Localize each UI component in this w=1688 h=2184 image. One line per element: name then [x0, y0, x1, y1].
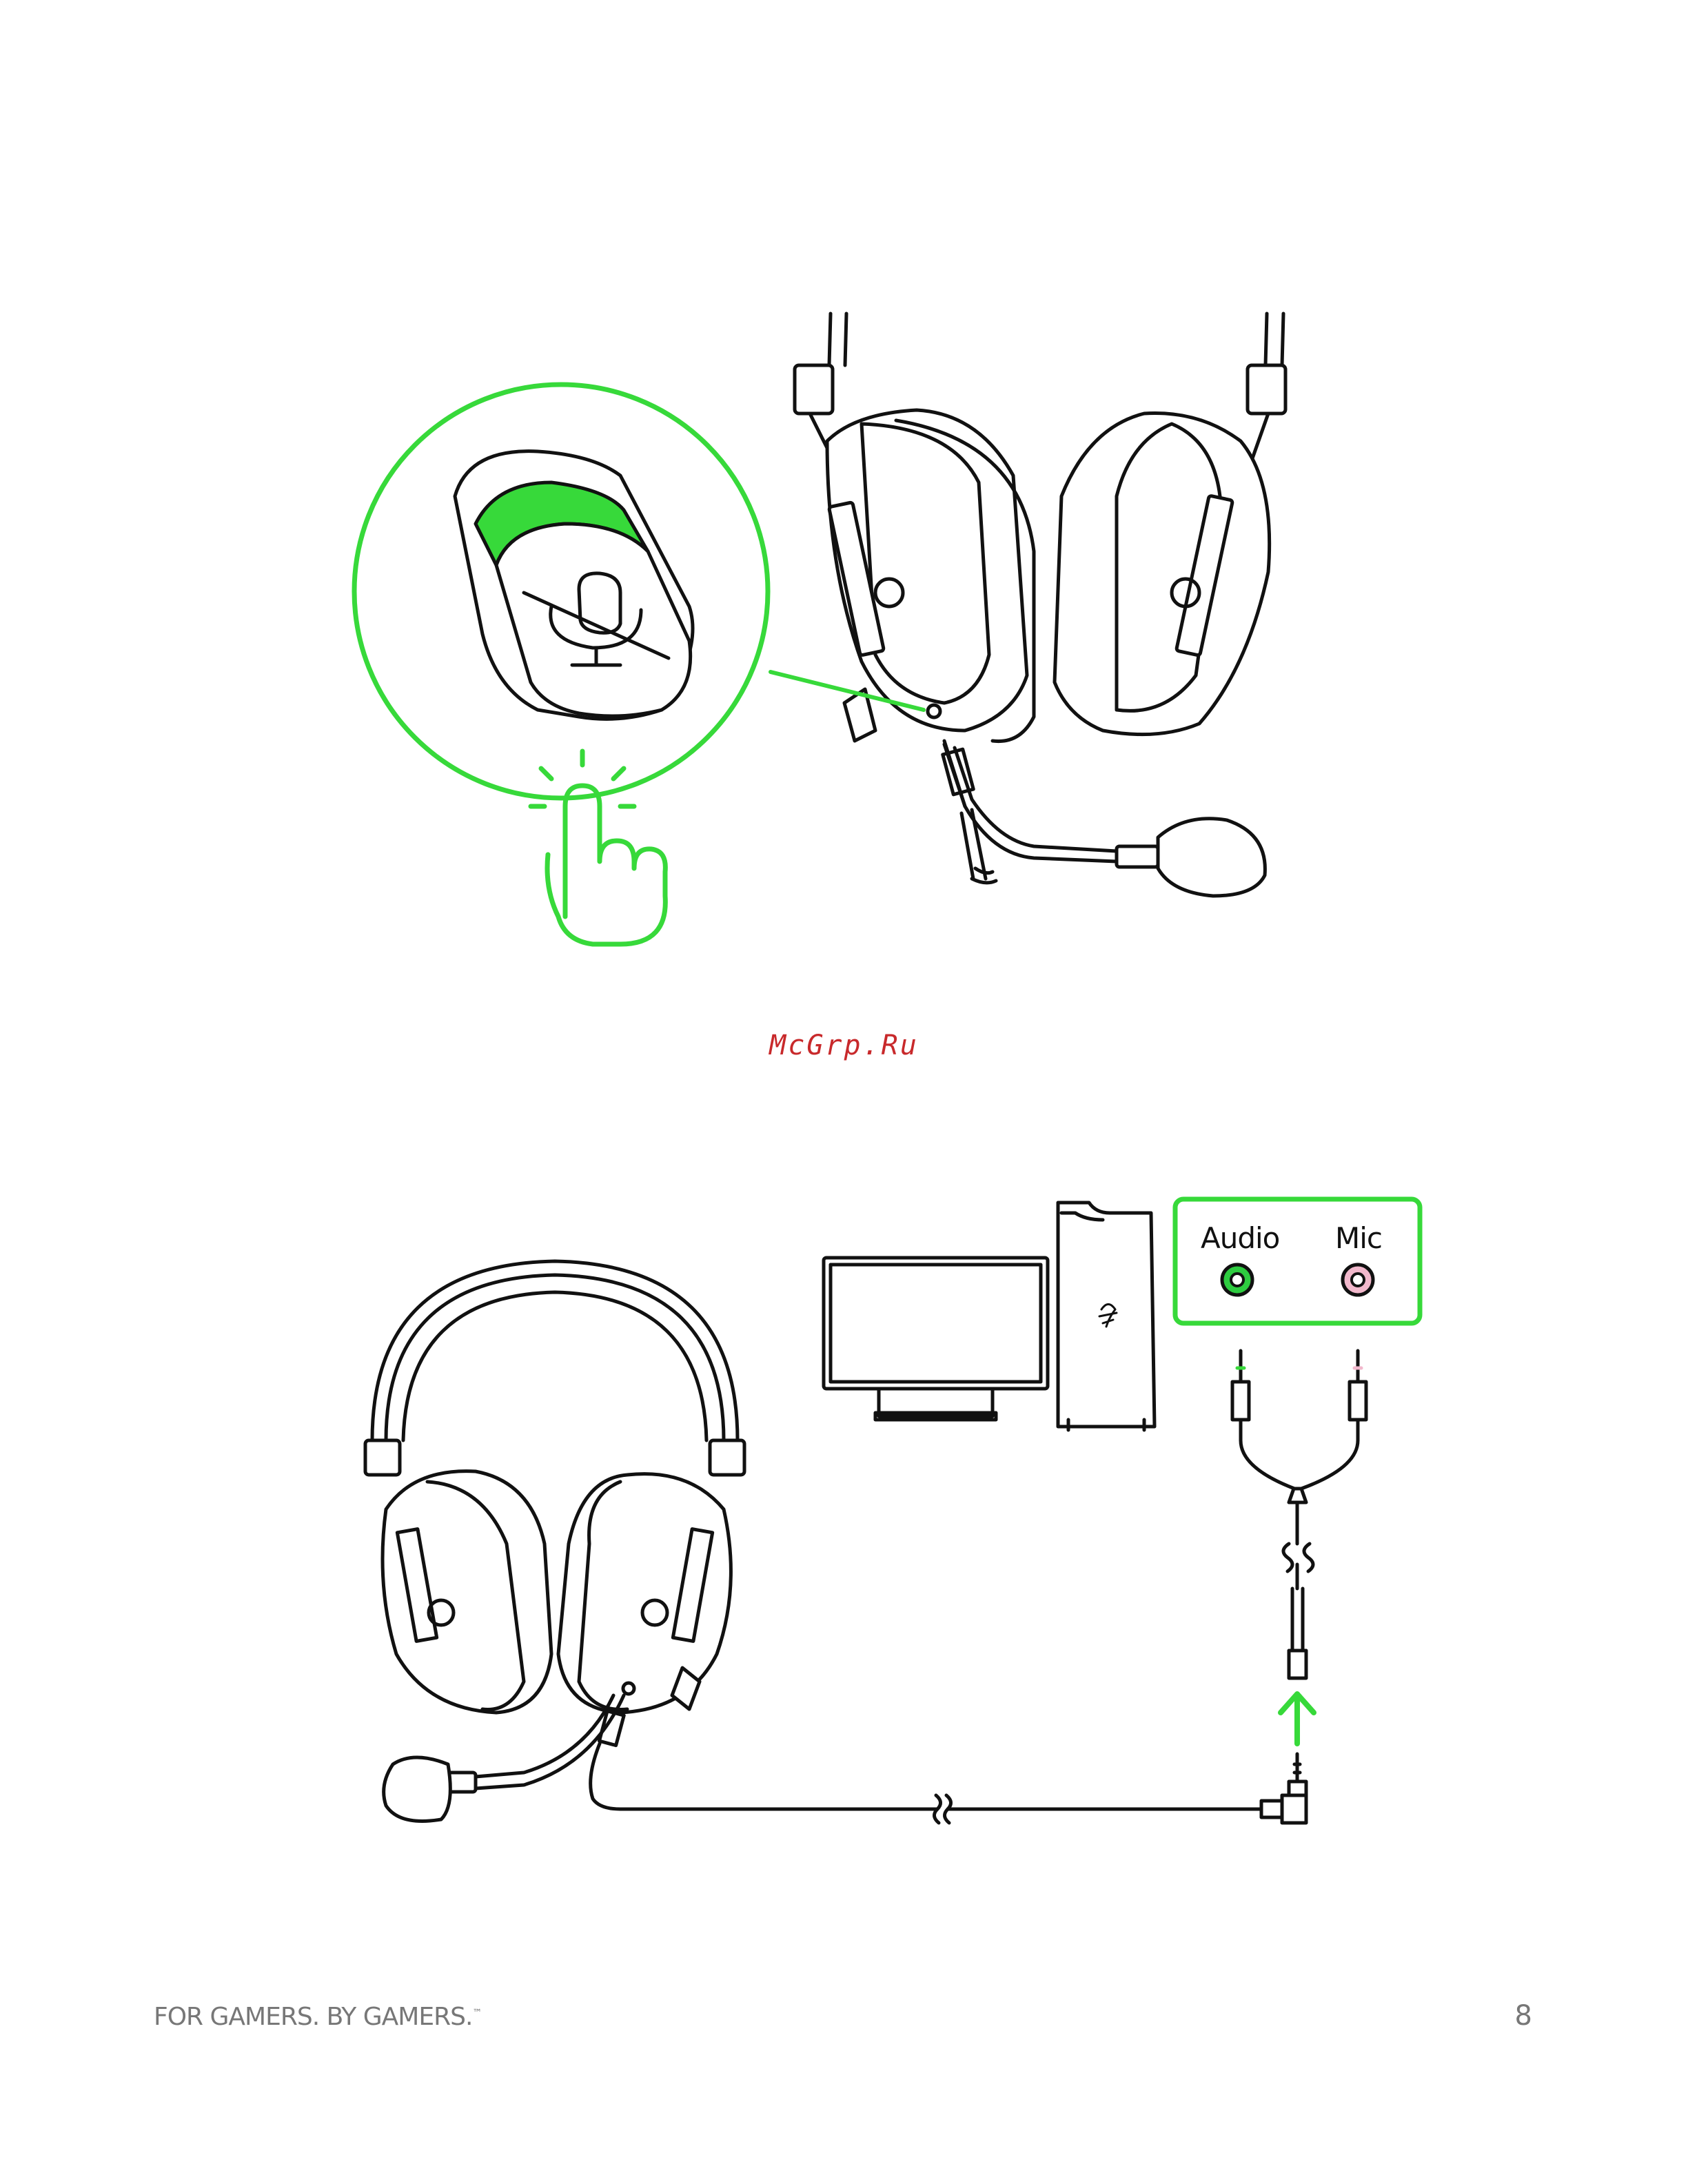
pc-tower-icon: [1058, 1203, 1155, 1430]
up-arrow-icon: [1281, 1694, 1314, 1744]
jack-panel: [1175, 1199, 1420, 1323]
splitter-cable-icon: [1232, 1351, 1366, 1678]
headset-icon: [365, 1261, 1261, 1823]
plug-icon: [1261, 1754, 1306, 1823]
mic-jack-label: Mic: [1335, 1221, 1382, 1255]
footer-tagline: FOR GAMERS. BY GAMERS.™: [154, 2003, 481, 2031]
audio-jack-label: Audio: [1201, 1221, 1279, 1255]
razer-logo-icon: [1099, 1305, 1117, 1327]
page-number: 8: [1515, 2000, 1532, 2032]
monitor-icon: [824, 1258, 1048, 1420]
